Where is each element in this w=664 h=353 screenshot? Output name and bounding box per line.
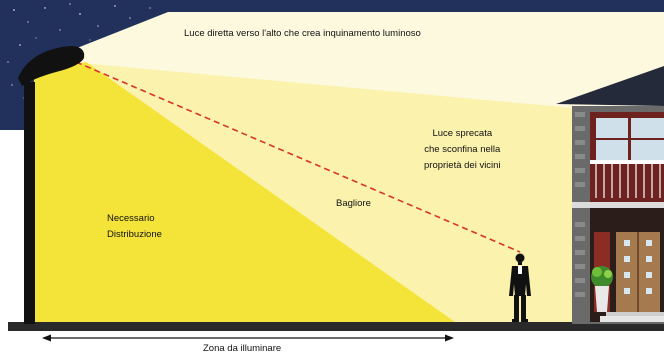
needed-distribution-label: Necessario Distribuzione [107,211,162,243]
glare-label: Bagliore [336,198,371,209]
street-lamp-icon [18,46,85,324]
needed-line-2: Distribuzione [107,229,162,240]
glare-line [75,61,521,253]
useful-light-area [34,62,455,322]
wasted-light-line-1: Luce sprecata [432,128,493,139]
wasted-light-line-2: che sconfina nella [424,144,501,155]
zone-label: Zona da illuminare [203,343,282,353]
wasted-light-label: Luce sprecata che sconfina nella proprie… [424,126,501,174]
ground [8,322,664,331]
double-arrow-icon [42,334,454,342]
uplight-label: Luce diretta verso l'alto che crea inqui… [184,28,421,39]
needed-line-1: Necessario [107,213,155,224]
sky-stars [7,3,151,99]
house-icon [572,106,664,324]
person-icon [509,253,531,322]
house-roof [556,66,664,106]
wasted-light-line-3: proprietà dei vicini [424,160,501,171]
